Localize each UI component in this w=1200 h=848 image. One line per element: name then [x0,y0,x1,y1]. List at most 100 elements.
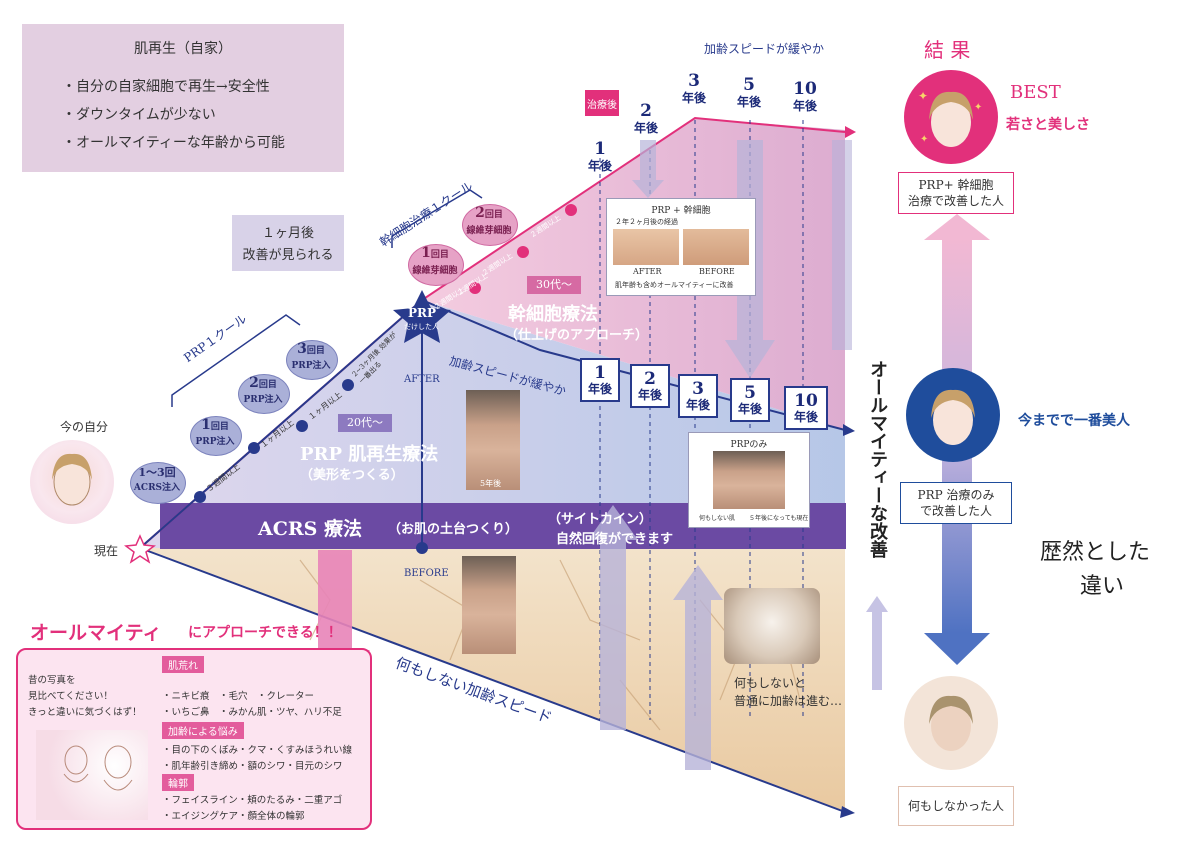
stem-session-bubble [408,244,464,286]
allmighty-text: きっと違いに気づくはず！ [28,707,142,718]
prp-age-tag: 20代〜 [338,414,392,432]
year-num: 5 [744,383,756,403]
year-unit: 年後 [736,95,761,109]
year-unit: 年後 [637,388,662,402]
year-num: 1 [594,363,606,383]
info-title: 肌再生（自家） [134,41,232,57]
year-num: 2 [640,101,652,121]
stem-card-subtitle: ２年２ヶ月後の経過 [615,218,678,226]
year-unit: 年後 [737,402,762,416]
category-line: ・フェイスライン・頬のたるみ・二重アゴ [162,795,343,806]
svg-text:✦: ✦ [974,102,982,113]
best-box-line1: PRP+ 幹細胞 [918,178,994,192]
stem-therapy-name: 幹細胞療法 [508,304,598,325]
session-num: 2 [249,375,259,391]
year-unit: 年後 [685,398,710,412]
prp-session-bubble [190,416,242,456]
bottom-box: 何もしなかった人 [898,786,1014,826]
stem-after-photo [613,229,679,265]
prp-card-left-caption: 何もしない肌 [699,515,736,522]
year-unit: 年後 [681,91,706,105]
allmighty-panel: 昔の写真を 見比べてください！ きっと違いに気づくはず！ 肌荒れ ・ニキビ痕 ・… [16,648,372,830]
session-num: 1 [421,245,431,261]
year-num: 3 [692,379,704,399]
current-self-label: 今の自分 [60,420,109,434]
year-num: 10 [794,391,818,411]
allmighty-text: 見比べてください！ [28,691,113,702]
prp-therapy-name: PRP 肌再生療法 [300,444,439,465]
category-line: ・ニキビ痕 ・毛穴 ・クレーター [162,691,315,702]
mid-box-line1: PRP 治療のみ [917,488,995,502]
prp-card-photo [713,451,785,509]
year-num: 1 [594,139,606,159]
category-tag: 輪郭 [162,774,194,791]
clock-image [724,588,820,664]
svg-text:✦: ✦ [920,134,928,145]
best-label: BEST [1010,82,1061,103]
info-item: ・ダウンタイムが少ない [62,107,216,123]
prp-card-right-caption: ５年後になっても現在 [749,515,809,522]
session-unit: 回目 [484,210,503,220]
start-star-icon [124,534,156,564]
session-unit: 回目 [430,250,449,260]
one-month-line2: 改善が見られる [242,248,334,263]
best-sub: 若さと美しさ [1006,117,1090,133]
mid-box: PRP 治療のみ で改善した人 [900,482,1012,524]
session-num: 2 [475,205,485,221]
session-unit: 回目 [258,380,277,390]
allmighty-text: 昔の写真を [28,675,76,686]
stem-age-tag: 30代〜 [527,276,581,294]
session-num: 1 [201,417,211,433]
acrs-bubble-name: ACRS注入 [133,483,181,493]
info-item: ・オールマイティーな年齢から可能 [62,135,285,151]
one-month-note [232,215,344,271]
current-self-portrait [30,440,114,524]
prp-therapy-sub: （美形をつくる） [300,468,404,483]
stem-session-bubble [462,204,518,246]
prp-card-title: PRPのみ [730,440,768,450]
acrs-bubble [130,462,186,504]
stem-card-title: PRP + 幹細胞 [651,206,711,216]
allround-vertical: オールマイティーな改善 [867,360,888,558]
before-photo [462,556,516,654]
session-name: 線維芽細胞 [412,266,458,276]
mid-label: 今までで一番美人 [1018,413,1130,429]
prp-star-icon [393,290,451,343]
session-name: PRP注入 [291,361,331,371]
after-label: AFTER [404,374,440,385]
best-box: PRP+ 幹細胞 治療で改善した人 [898,172,1014,214]
post-treatment-badge: 治療後 [585,90,619,116]
after-photo [466,390,520,490]
stem-card-caption: 肌年齢も含めオールマイティーに改善 [615,281,734,289]
year-num: 3 [688,71,700,91]
acrs-cytokine: （サイトカイン） [548,512,653,527]
svg-text:✦: ✦ [918,89,928,103]
category-tag: 肌荒れ [162,656,204,673]
mid-box-line2: で改善した人 [919,504,992,518]
prp-result-card: PRPのみ 何もしない肌 ５年後になっても現在 [688,432,810,528]
stem-therapy-sub: （仕上げのアプローチ） [505,328,649,343]
result-title: 結 果 [924,38,971,62]
allmighty-title-rest: にアプローチできる！！ [188,625,342,641]
year-num: 10 [793,79,817,99]
category-line: ・エイジングケア・顔全体の輪郭 [162,811,305,822]
nothing-note-line2: 普通に加齢は進む… [734,694,843,708]
category-line: ・目の下のくぼみ・クマ・くすみほうれい線 [162,745,353,756]
prp-cycle-bracket [171,314,301,407]
bottom-portrait [904,676,998,770]
session-unit: 回目 [210,422,229,432]
five-years-label: 5年後 [480,479,502,488]
year-unit: 年後 [633,121,658,135]
prp-star-label: PRP [408,306,437,320]
category-line: ・肌年齢引き締め・額のシワ・目元のシワ [162,761,343,772]
session-name: PRP注入 [195,437,235,447]
nothing-line [139,547,846,813]
